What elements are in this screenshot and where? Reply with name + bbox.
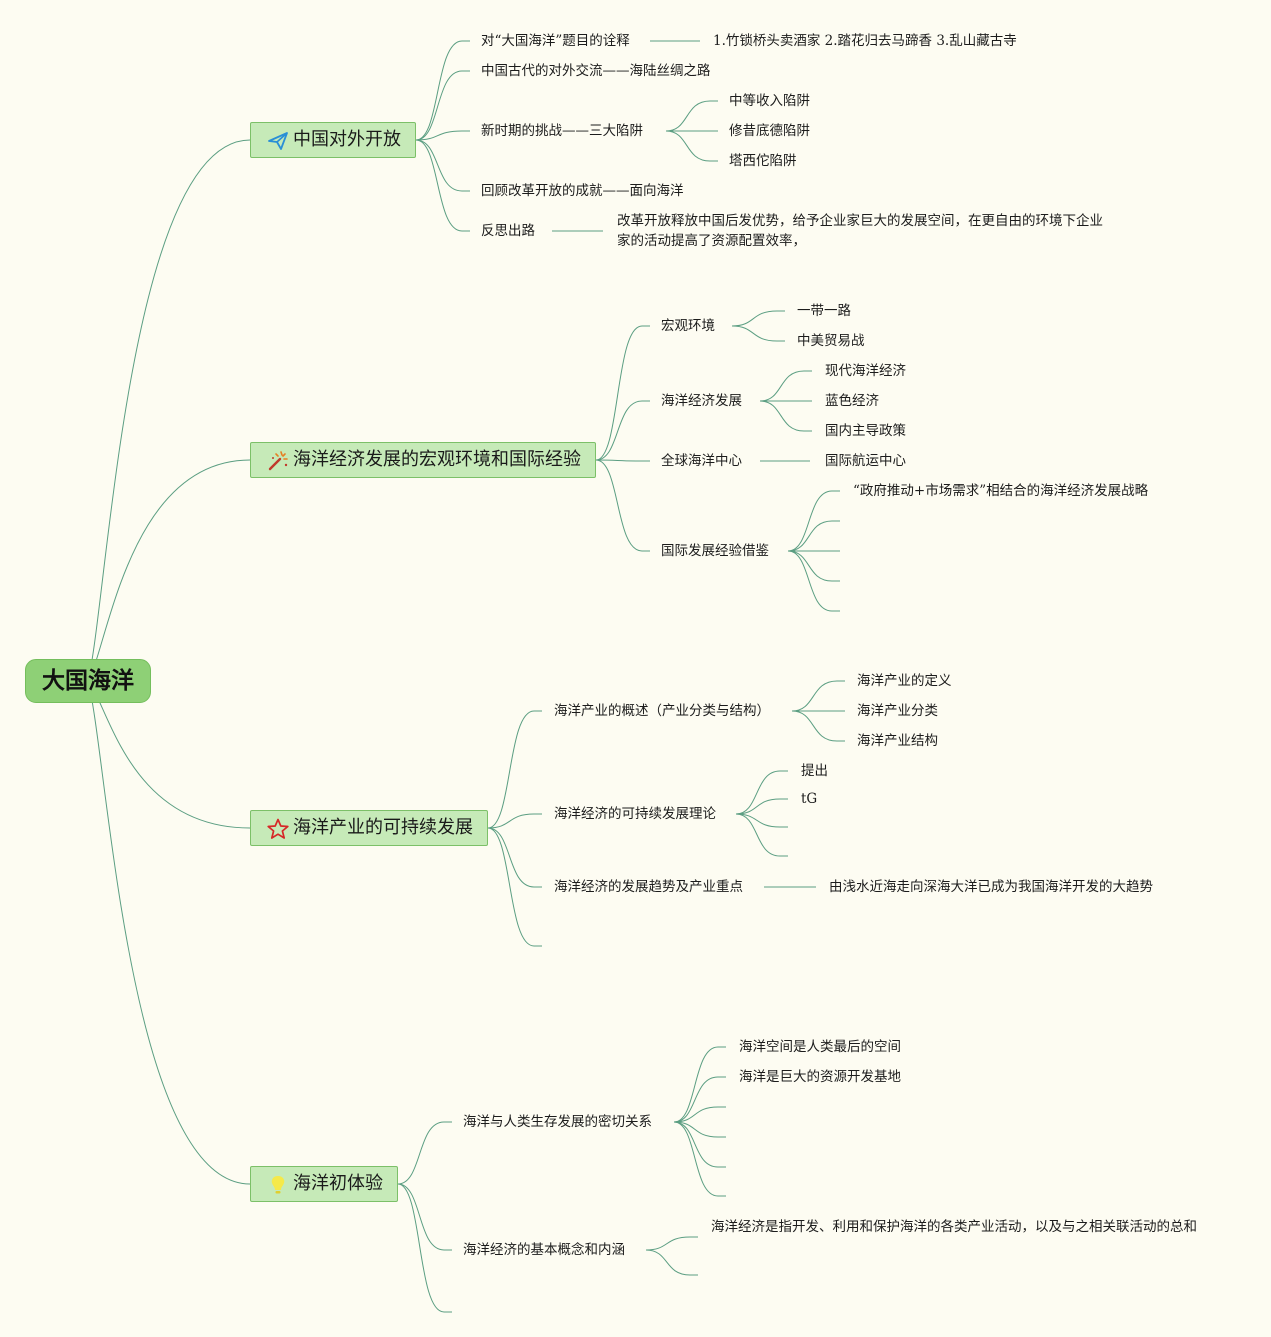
detail-reflection[interactable]: 改革开放释放中国后发优势，给予企业家巨大的发展空间，在更自由的环境下企业家的活动… xyxy=(617,213,1103,249)
leaf-link xyxy=(787,490,840,552)
paper-plane-icon xyxy=(268,132,288,150)
leaf-link xyxy=(735,770,788,815)
leaf-belt-and-road[interactable]: 一带一路 xyxy=(797,303,851,319)
leaf-deep-sea-trend[interactable]: 由浅水近海走向深海大洋已成为我国海洋开发的大趋势 xyxy=(829,879,1153,895)
branch-link xyxy=(595,400,650,461)
topic-label: 海洋产业的可持续发展 xyxy=(293,817,473,838)
leaf-link xyxy=(731,325,785,342)
star-icon xyxy=(267,818,289,839)
branch-link xyxy=(487,827,542,888)
leaf-link xyxy=(665,100,718,132)
subtopic-ocean-human-relationship[interactable]: 海洋与人类生存发展的密切关系 xyxy=(463,1114,652,1130)
subtopic-global-ocean-center[interactable]: 全球海洋中心 xyxy=(661,453,742,469)
topic-label: 海洋初体验 xyxy=(293,1173,383,1194)
leaf-link xyxy=(645,1249,698,1276)
topic-sustainable-development[interactable]: 海洋产业的可持续发展 xyxy=(250,810,488,846)
leaf-tacitus-trap[interactable]: 塔西佗陷阱 xyxy=(729,153,797,169)
leaf-link xyxy=(735,798,788,815)
leaf-blue-economy[interactable]: 蓝色经济 xyxy=(825,393,879,409)
detail-title-interpretation[interactable]: 1.竹锁桥头卖酒家 2.踏花归去马蹄香 3.乱山藏古寺 xyxy=(713,33,1017,49)
root-link xyxy=(87,680,251,829)
leaf-link xyxy=(735,813,788,828)
leaf-link xyxy=(673,1106,726,1123)
branch-link xyxy=(397,1183,452,1313)
leaf-government-market-strategy[interactable]: “政府推动+市场需求”相结合的海洋经济发展战略 xyxy=(853,483,1149,499)
subtopic-sustainability-theory[interactable]: 海洋经济的可持续发展理论 xyxy=(554,806,716,822)
subtopic-international-experience[interactable]: 国际发展经验借鉴 xyxy=(661,543,769,559)
leaf-industry-definition[interactable]: 海洋产业的定义 xyxy=(857,673,952,689)
subtopic-basic-concepts[interactable]: 海洋经济的基本概念和内涵 xyxy=(463,1242,625,1258)
leaf-marine-economy-definition[interactable]: 海洋经济是指开发、利用和保护海洋的各类产业活动，以及与之相关联活动的总和 xyxy=(711,1219,1197,1235)
branch-link xyxy=(487,827,542,947)
topic-label: 海洋经济发展的宏观环境和国际经验 xyxy=(293,449,581,470)
leaf-proposal[interactable]: 提出 xyxy=(801,763,828,779)
leaf-thucydides-trap[interactable]: 修昔底德陷阱 xyxy=(729,123,810,139)
branch-link xyxy=(397,1183,452,1251)
leaf-industry-classification[interactable]: 海洋产业分类 xyxy=(857,703,938,719)
leaf-trade-war[interactable]: 中美贸易战 xyxy=(797,333,865,349)
leaf-link xyxy=(665,130,718,162)
root-link xyxy=(87,459,251,682)
subtopic-reflection[interactable]: 反思出路 xyxy=(481,223,535,239)
leaf-shipping-center[interactable]: 国际航运中心 xyxy=(825,453,906,469)
leaf-link xyxy=(759,400,812,432)
branch-link xyxy=(415,130,470,141)
branch-link xyxy=(595,459,650,552)
leaf-link xyxy=(787,520,840,552)
subtopic-industry-overview[interactable]: 海洋产业的概述（产业分类与结构） xyxy=(554,703,770,719)
leaf-middle-income-trap[interactable]: 中等收入陷阱 xyxy=(729,93,810,109)
branch-link xyxy=(397,1121,452,1185)
leaf-tg[interactable]: tG xyxy=(801,791,818,807)
leaf-link xyxy=(673,1121,726,1197)
leaf-link xyxy=(673,1121,726,1168)
leaf-link xyxy=(673,1076,726,1123)
subtopic-macro-environment[interactable]: 宏观环境 xyxy=(661,318,715,334)
leaf-last-space[interactable]: 海洋空间是人类最后的空间 xyxy=(739,1039,901,1055)
topic-china-opening[interactable]: 中国对外开放 xyxy=(250,122,416,158)
branch-link xyxy=(415,139,470,192)
leaf-link xyxy=(791,680,845,712)
leaf-industry-structure[interactable]: 海洋产业结构 xyxy=(857,733,938,749)
topic-label: 中国对外开放 xyxy=(293,129,401,150)
topic-ocean-intro[interactable]: 海洋初体验 xyxy=(250,1166,398,1202)
leaf-domestic-policy[interactable]: 国内主导政策 xyxy=(825,423,906,439)
magic-wand-icon xyxy=(268,451,288,471)
root-link xyxy=(87,139,251,682)
leaf-link xyxy=(731,310,785,327)
branch-link xyxy=(415,40,470,141)
leaf-modern-marine-economy[interactable]: 现代海洋经济 xyxy=(825,363,906,379)
branch-link xyxy=(415,139,470,232)
leaf-link xyxy=(791,710,845,742)
subtopic-three-traps[interactable]: 新时期的挑战——三大陷阱 xyxy=(481,123,643,139)
leaf-link xyxy=(787,550,840,582)
subtopic-silk-road[interactable]: 中国古代的对外交流——海陆丝绸之路 xyxy=(481,63,711,79)
branch-link xyxy=(415,70,470,141)
leaf-link xyxy=(645,1236,698,1251)
branch-link xyxy=(595,325,650,461)
leaf-resource-base[interactable]: 海洋是巨大的资源开发基地 xyxy=(739,1069,901,1085)
root-link xyxy=(87,680,251,1185)
leaf-link xyxy=(787,550,840,612)
lightbulb-icon xyxy=(271,1176,285,1194)
leaf-link xyxy=(673,1121,726,1138)
subtopic-reform-achievements[interactable]: 回顾改革开放的成就——面向海洋 xyxy=(481,183,684,199)
leaf-link xyxy=(759,370,812,402)
branch-link xyxy=(487,813,542,829)
subtopic-development-trend[interactable]: 海洋经济的发展趋势及产业重点 xyxy=(554,879,743,895)
topic-macro-environment[interactable]: 海洋经济发展的宏观环境和国际经验 xyxy=(250,442,596,478)
subtopic-title-interpretation[interactable]: 对“大国海洋”题目的诠释 xyxy=(481,33,630,49)
subtopic-marine-economy-development[interactable]: 海洋经济发展 xyxy=(661,393,742,409)
leaf-link xyxy=(673,1046,726,1123)
branch-link xyxy=(487,710,542,829)
branch-link xyxy=(595,459,650,462)
root-topic[interactable]: 大国海洋 xyxy=(25,659,151,703)
leaf-link xyxy=(735,813,788,857)
